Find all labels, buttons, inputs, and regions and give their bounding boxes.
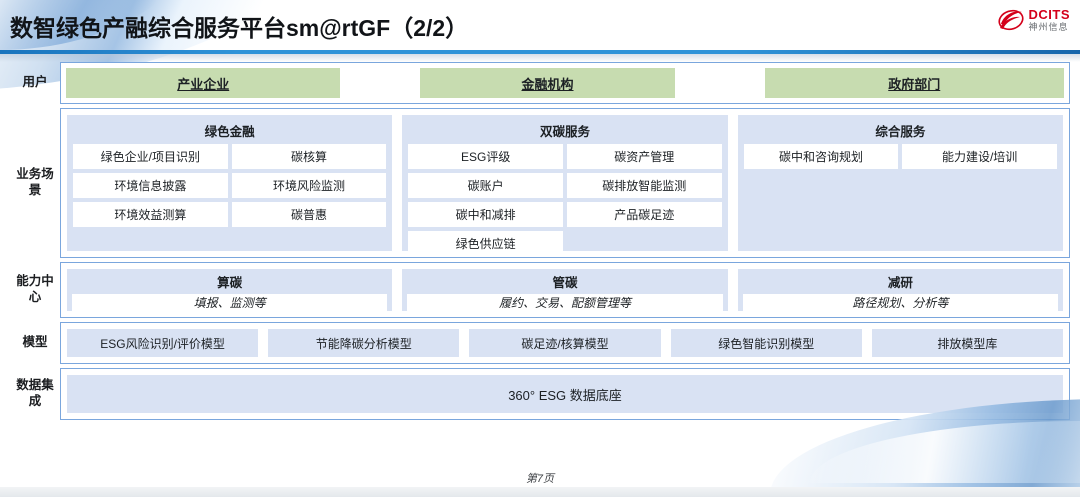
logo-text-cn: 神州信息 [1028,22,1069,32]
scenario-cell[interactable]: 碳核算 [231,144,387,169]
capability-title: 管碳 [552,276,578,290]
capability-subtitle: 履约、交易、配额管理等 [407,294,723,311]
capability-panel-carbon-accounting[interactable]: 算碳 填报、监测等 [67,269,393,311]
user-chip-industry[interactable]: 产业企业 [66,68,341,98]
page-title: 数智绿色产融综合服务平台sm@rtGF（2/2） [10,15,469,41]
title-divider [0,50,1080,54]
capability-title: 减研 [887,276,913,290]
capability-subtitle: 填报、监测等 [72,294,388,311]
dcits-logo-icon [997,9,1024,31]
panel-title-dual-carbon-service: 双碳服务 [539,125,590,139]
capability-panel-carbon-reduction[interactable]: 减研 路径规划、分析等 [737,269,1063,311]
row-box-data-integration: 360° ESG 数据底座 [60,368,1070,420]
model-chip[interactable]: 排放模型库 [871,329,1064,357]
row-label-data-line1: 数据集 [16,378,54,393]
cellgrid-dual-carbon-service: ESG评级 碳资产管理 碳账户 碳排放智能监测 碳中和减排 产品碳足迹 绿色供应… [408,144,722,256]
scenario-cell[interactable]: ESG评级 [408,144,563,169]
scenario-cell[interactable]: 碳中和咨询规划 [743,144,899,169]
row-label-capability-center: 能力中 心 [10,262,60,318]
scenario-cell[interactable]: 环境效益测算 [73,202,228,227]
capability-panel-carbon-management[interactable]: 管碳 履约、交易、配额管理等 [402,269,728,311]
user-chip-financial[interactable]: 金融机构 [420,68,675,98]
user-chip-government[interactable]: 政府部门 [764,68,1064,98]
scenario-cell[interactable]: 碳中和减排 [408,202,563,227]
panel-title-green-finance: 绿色金融 [204,125,255,139]
model-chip[interactable]: 节能降碳分析模型 [268,329,460,357]
cellgrid-green-finance: 绿色企业/项目识别 碳核算 环境信息披露 环境风险监测 环境效益测算 碳普惠 [73,144,387,227]
capability-title: 算碳 [217,276,243,290]
row-model: 模型 ESG风险识别/评价模型 节能降碳分析模型 碳足迹/核算模型 绿色智能识别… [10,322,1070,364]
row-label-data-line2: 成 [28,394,42,408]
scenario-cell[interactable]: 碳账户 [408,173,563,198]
logo-text-en: DCITS [1028,7,1070,22]
scenario-cell[interactable]: 碳资产管理 [566,144,722,169]
scenario-cell[interactable]: 环境信息披露 [73,173,228,198]
scenario-cell[interactable]: 碳普惠 [231,202,387,227]
panel-comprehensive-service: 综合服务 碳中和咨询规划 能力建设/培训 [737,115,1063,251]
row-label-business-scenario: 业务场 景 [10,108,60,258]
scenario-cell[interactable]: 能力建设/培训 [902,144,1057,169]
row-data-integration: 数据集 成 360° ESG 数据底座 [10,368,1070,420]
row-label-capability-line2: 心 [28,290,42,304]
scenario-cell[interactable]: 环境风险监测 [231,173,387,198]
row-label-model: 模型 [22,335,48,350]
row-box-user: 产业企业 金融机构 政府部门 [60,62,1070,104]
architecture-diagram: 用户 产业企业 金融机构 政府部门 业务场 景 [10,62,1070,470]
row-box-business-scenario: 绿色金融 绿色企业/项目识别 碳核算 环境信息披露 环境风险监测 环境效益测算 … [60,108,1070,258]
row-box-model: ESG风险识别/评价模型 节能降碳分析模型 碳足迹/核算模型 绿色智能识别模型 … [60,322,1070,364]
model-chip[interactable]: 碳足迹/核算模型 [469,329,661,357]
user-chip-gap-1 [340,68,420,98]
row-label-user: 用户 [22,75,48,90]
bottom-bar [0,487,1080,497]
user-chip-strip: 产业企业 金融机构 政府部门 [66,68,1064,98]
row-label-business-line1: 业务场 [16,167,54,182]
row-label-business-line2: 景 [28,183,42,197]
panel-title-comprehensive-service: 综合服务 [875,125,926,139]
row-box-capability-center: 算碳 填报、监测等 管碳 履约、交易、配额管理等 减研 路径规划、分析等 [60,262,1070,318]
data-foundation-chip[interactable]: 360° ESG 数据底座 [67,375,1063,413]
scenario-cell[interactable]: 碳排放智能监测 [566,173,722,198]
row-business-scenario: 业务场 景 绿色金融 绿色企业/项目识别 碳核算 环境信息披露 环境风险监测 环… [10,108,1070,258]
row-capability-center: 能力中 心 算碳 填报、监测等 管碳 履约、交易、配额管理等 减研 路径规划、分… [10,262,1070,318]
panel-green-finance: 绿色金融 绿色企业/项目识别 碳核算 环境信息披露 环境风险监测 环境效益测算 … [67,115,393,251]
row-label-data-integration: 数据集 成 [10,368,60,420]
scenario-cell[interactable]: 绿色供应链 [408,231,563,256]
scenario-cell[interactable]: 绿色企业/项目识别 [73,144,228,169]
panel-dual-carbon-service: 双碳服务 ESG评级 碳资产管理 碳账户 碳排放智能监测 碳中和减排 产品碳足迹… [402,115,728,256]
model-chip[interactable]: ESG风险识别/评价模型 [67,329,259,357]
dcits-logo: DCITS 神州信息 [997,7,1071,32]
capability-subtitle: 路径规划、分析等 [742,294,1058,311]
cellgrid-comprehensive-service: 碳中和咨询规划 能力建设/培训 [743,144,1057,169]
model-chip[interactable]: 绿色智能识别模型 [670,329,862,357]
scenario-cell[interactable]: 产品碳足迹 [566,202,722,227]
user-chip-gap-2 [675,68,765,98]
row-user: 用户 产业企业 金融机构 政府部门 [10,62,1070,104]
title-divider-shadow [0,54,1080,62]
row-label-capability-line1: 能力中 [16,274,54,289]
page-number-footer: 第7页 [525,473,555,485]
